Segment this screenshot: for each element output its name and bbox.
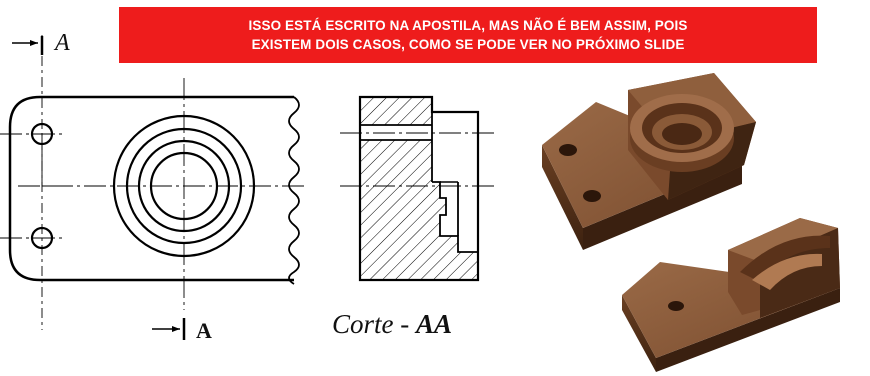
section-caption: Corte - AA (332, 309, 452, 340)
part-3d-top (542, 73, 756, 250)
section-caption-prefix: Corte - (332, 309, 416, 339)
part-3d-section (622, 218, 840, 372)
cut-label-top: A (55, 30, 70, 56)
banner-line-2: EXISTEM DOIS CASOS, COMO SE PODE VER NO … (251, 37, 685, 52)
banner-line-1: ISSO ESTÁ ESCRITO NA APOSTILA, MAS NÃO É… (248, 18, 688, 33)
front-view (0, 35, 305, 340)
section-caption-name: AA (416, 309, 453, 339)
warning-banner: ISSO ESTÁ ESCRITO NA APOSTILA, MAS NÃO É… (119, 7, 817, 63)
section-view (340, 95, 498, 282)
cut-label-bottom: A (196, 318, 212, 343)
